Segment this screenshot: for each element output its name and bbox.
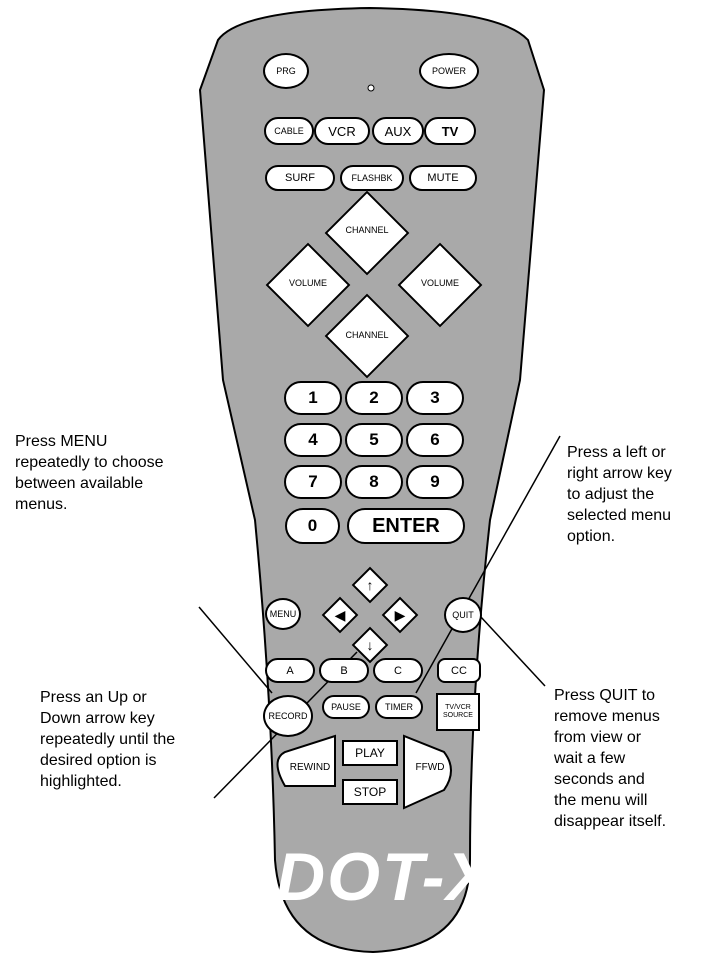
up-down-callout: Press an Up or Down arrow key repeatedly… <box>40 689 176 790</box>
b-button[interactable]: B <box>319 658 369 683</box>
channel-down-label: CHANNEL <box>345 330 389 340</box>
digit-9-button[interactable]: 9 <box>406 465 464 499</box>
quit-button[interactable]: QUIT <box>444 597 482 633</box>
ffwd-label: FFWD <box>415 762 445 773</box>
prg-button[interactable]: PRG <box>263 53 309 89</box>
left-arrow-icon: ◀ <box>334 607 346 623</box>
digit-7-button[interactable]: 7 <box>284 465 342 499</box>
up-arrow-icon: ↑ <box>366 577 374 593</box>
left-right-callout: Press a left or right arrow key to adjus… <box>567 444 672 545</box>
digit-2-button[interactable]: 2 <box>345 381 403 415</box>
right-arrow-icon: ▶ <box>394 607 406 623</box>
a-button[interactable]: A <box>265 658 315 683</box>
cc-button[interactable]: CC <box>437 658 481 683</box>
menu-button[interactable]: MENU <box>265 598 301 630</box>
digit-3-button[interactable]: 3 <box>406 381 464 415</box>
menu-callout-line <box>198 606 273 694</box>
digit-8-button[interactable]: 8 <box>345 465 403 499</box>
channel-up-label: CHANNEL <box>345 225 389 235</box>
play-button[interactable]: PLAY <box>342 740 398 766</box>
digit-5-button[interactable]: 5 <box>345 423 403 457</box>
brand-logo: DOT-X <box>276 839 494 915</box>
digit-6-button[interactable]: 6 <box>406 423 464 457</box>
menu-callout: Press MENU repeatedly to choose between … <box>15 433 164 513</box>
pause-button[interactable]: PAUSE <box>322 695 370 719</box>
rewind-label: REWIND <box>289 762 331 773</box>
aux-button[interactable]: AUX <box>372 117 424 145</box>
quit-callout-line <box>479 615 546 687</box>
record-button[interactable]: RECORD <box>263 695 313 737</box>
power-button[interactable]: POWER <box>419 53 479 89</box>
enter-button[interactable]: ENTER <box>347 508 465 544</box>
digit-1-button[interactable]: 1 <box>284 381 342 415</box>
volume-left-label: VOLUME <box>288 278 327 288</box>
c-button[interactable]: C <box>373 658 423 683</box>
mute-button[interactable]: MUTE <box>409 165 477 191</box>
flashbk-button[interactable]: FLASHBK <box>340 165 404 191</box>
indicator-led <box>367 84 375 92</box>
timer-button[interactable]: TIMER <box>375 695 423 719</box>
down-arrow-icon: ↓ <box>366 637 374 653</box>
cable-button[interactable]: CABLE <box>264 117 314 145</box>
vcr-button[interactable]: VCR <box>314 117 370 145</box>
tv-vcr-source-button[interactable]: TV/VCR SOURCE <box>436 693 480 731</box>
digit-0-button[interactable]: 0 <box>285 508 340 544</box>
volume-right-label: VOLUME <box>420 278 459 288</box>
surf-button[interactable]: SURF <box>265 165 335 191</box>
digit-4-button[interactable]: 4 <box>284 423 342 457</box>
left-right-callout-line <box>415 435 561 694</box>
stop-button[interactable]: STOP <box>342 779 398 805</box>
quit-callout: Press QUIT to remove menus from view or … <box>554 687 667 830</box>
tv-button[interactable]: TV <box>424 117 476 145</box>
